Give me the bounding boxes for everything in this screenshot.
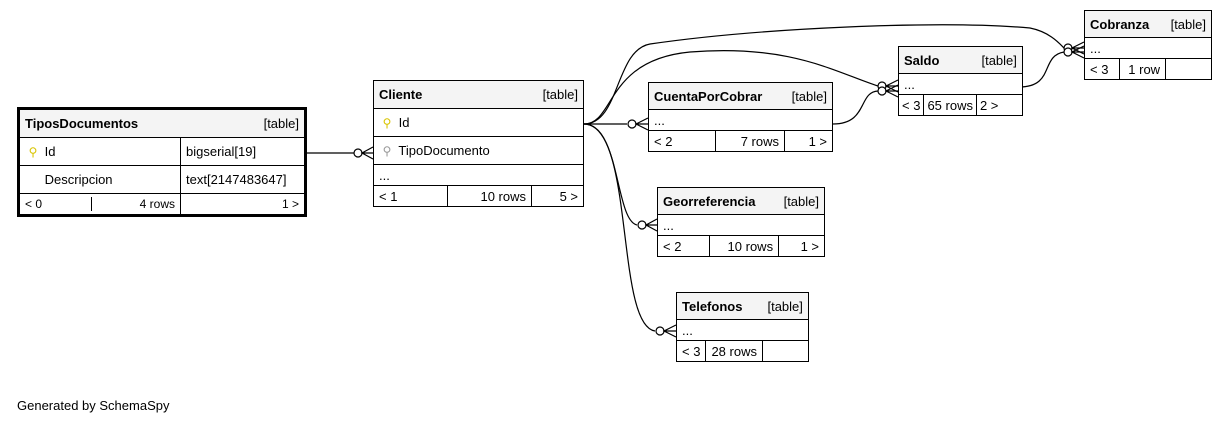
edge-saldo-cobranza bbox=[1018, 51, 1065, 88]
parents-count: < 2 bbox=[656, 235, 711, 257]
table-footer: < 2 10 rows 1 > bbox=[656, 235, 825, 257]
table-cuentaporcobrar[interactable]: CuentaPorCobrar [table] ... < 2 7 rows 1… bbox=[648, 82, 833, 152]
column-name: Id bbox=[398, 115, 410, 130]
children-count bbox=[1165, 58, 1212, 80]
table-name: CuentaPorCobrar bbox=[648, 82, 785, 110]
edge-crowfoot bbox=[360, 146, 374, 160]
edge-crowfoot bbox=[644, 218, 658, 232]
table-telefonos[interactable]: Telefonos [table] ... < 3 28 rows bbox=[675, 292, 809, 362]
table-name: Cliente bbox=[373, 80, 532, 109]
children-count: 1 > bbox=[180, 193, 306, 216]
table-footer: < 3 28 rows bbox=[675, 340, 809, 362]
table-footer: < 3 1 row bbox=[1083, 58, 1212, 80]
more-columns: ... bbox=[1084, 37, 1212, 59]
table-cliente[interactable]: Cliente [table] ⚲ Id ⚲ TipoDocumento ...… bbox=[373, 80, 584, 207]
table-footer: < 3 65 rows 2 > bbox=[897, 94, 1023, 116]
generated-by-credit: Generated by SchemaSpy bbox=[17, 398, 170, 413]
edge-crowfoot bbox=[662, 324, 677, 338]
row-count: 7 rows bbox=[715, 130, 785, 152]
key-icon: ⚲ bbox=[28, 145, 38, 159]
children-count: 1 > bbox=[784, 130, 833, 152]
edge-cliente-georreferencia bbox=[583, 123, 638, 226]
column-name: Descripcion bbox=[44, 172, 113, 187]
table-name: Saldo bbox=[898, 46, 977, 74]
table-tag: [table] bbox=[762, 292, 809, 320]
edge-cliente-saldo bbox=[583, 50, 879, 125]
table-name: Georreferencia bbox=[656, 187, 779, 215]
parents-count: < 3 bbox=[1083, 58, 1121, 80]
column-row[interactable]: ⚲ TipoDocumento bbox=[373, 136, 584, 165]
table-tag: [table] bbox=[531, 80, 584, 109]
table-georreferencia[interactable]: Georreferencia [table] ... < 2 10 rows 1… bbox=[656, 187, 825, 257]
column-row[interactable]: ⚲ Id bigserial[19] bbox=[18, 137, 306, 166]
table-footer: < 1 10 rows 5 > bbox=[373, 185, 584, 207]
row-count: 65 rows bbox=[923, 94, 977, 116]
edge-cliente-telefonos bbox=[583, 123, 656, 332]
edge-cuentaporcobrar-saldo bbox=[832, 90, 879, 125]
parents-count-label: < 0 bbox=[20, 197, 92, 211]
table-tag: [table] bbox=[1165, 10, 1212, 38]
column-row[interactable]: Descripcion text[2147483647] bbox=[18, 165, 306, 194]
column-name-cell: ⚲ Id bbox=[18, 137, 181, 166]
children-count bbox=[761, 340, 809, 362]
column-name: TipoDocumento bbox=[398, 143, 490, 158]
edge-crowfoot bbox=[1070, 45, 1085, 59]
table-cobranza[interactable]: Cobranza [table] ... < 3 1 row bbox=[1083, 10, 1212, 80]
more-columns: ... bbox=[648, 109, 833, 131]
table-saldo[interactable]: Saldo [table] ... < 3 65 rows 2 > bbox=[897, 46, 1023, 116]
table-name: Cobranza bbox=[1083, 10, 1166, 38]
more-columns: ... bbox=[676, 319, 809, 341]
more-columns: ... bbox=[657, 214, 825, 236]
parents-count: < 0 4 rows bbox=[18, 193, 181, 216]
column-name: Id bbox=[44, 144, 56, 159]
row-count: 28 rows bbox=[705, 340, 763, 362]
key-icon: ⚲ bbox=[382, 116, 392, 130]
children-count: 5 > bbox=[531, 185, 584, 207]
table-tag: [table] bbox=[976, 46, 1023, 74]
row-count: 10 rows bbox=[709, 235, 780, 257]
row-count: 4 rows bbox=[139, 197, 175, 211]
column-name-cell: Descripcion bbox=[18, 165, 181, 194]
table-tag: [table] bbox=[778, 187, 825, 215]
parents-count: < 3 bbox=[897, 94, 925, 116]
children-count: 2 > bbox=[975, 94, 1023, 116]
more-columns: ... bbox=[373, 164, 584, 186]
column-row[interactable]: ⚲ Id bbox=[373, 108, 584, 137]
table-name: Telefonos bbox=[676, 292, 763, 320]
foreign-key-icon: ⚲ bbox=[382, 144, 392, 158]
row-count: 10 rows bbox=[447, 185, 532, 207]
edge-crowfoot bbox=[884, 84, 899, 98]
parents-count: < 1 bbox=[373, 185, 448, 207]
more-columns: ... bbox=[898, 73, 1023, 95]
table-tag: [table] bbox=[784, 82, 833, 110]
column-type: text[2147483647] bbox=[180, 165, 306, 194]
edge-cliente-cobranza bbox=[583, 24, 1065, 125]
table-footer: < 2 7 rows 1 > bbox=[648, 130, 833, 152]
column-type: bigserial[19] bbox=[180, 137, 306, 166]
parents-count: < 2 bbox=[648, 130, 716, 152]
row-count: 1 row bbox=[1119, 58, 1167, 80]
parents-count: < 3 bbox=[675, 340, 707, 362]
table-tiposdocumentos[interactable]: TiposDocumentos [table] ⚲ Id bigserial[1… bbox=[17, 107, 307, 217]
edge-crowfoot bbox=[634, 117, 649, 131]
table-tag: [table] bbox=[180, 108, 306, 138]
table-name: TiposDocumentos bbox=[18, 108, 181, 138]
table-footer: < 0 4 rows 1 > bbox=[18, 193, 306, 216]
children-count: 1 > bbox=[778, 235, 825, 257]
